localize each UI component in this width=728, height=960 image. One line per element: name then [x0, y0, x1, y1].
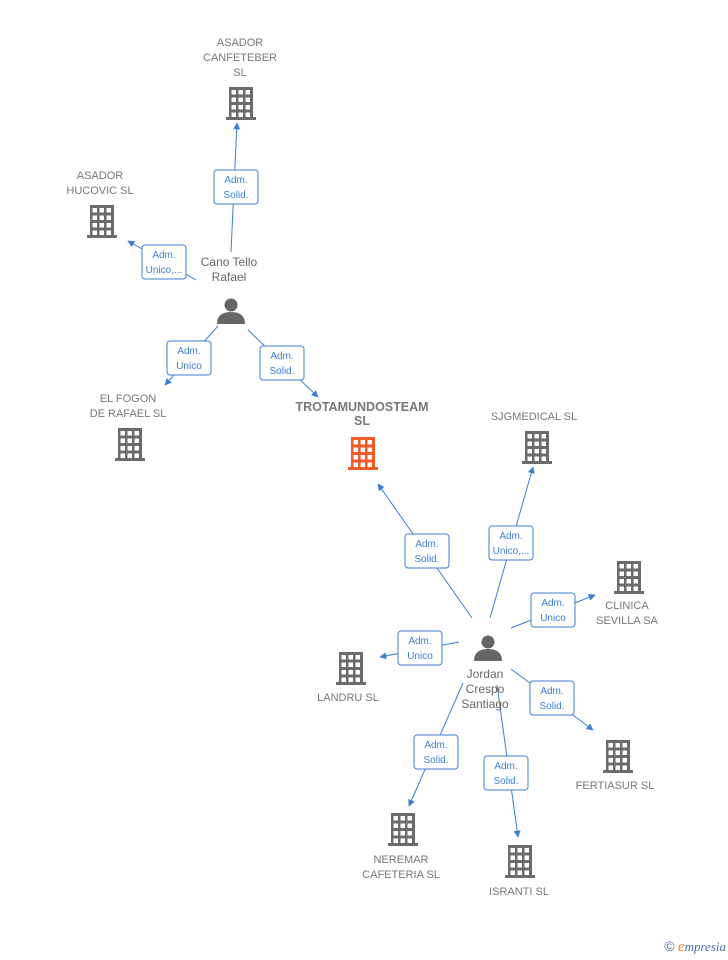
relation-label-box[interactable] — [483, 755, 529, 791]
relation-label-box[interactable] — [488, 525, 534, 561]
company-node-el-fogon[interactable]: EL FOGON DE RAFAEL SL — [90, 393, 167, 466]
building-icon — [226, 87, 256, 125]
company-name-line: ASADOR — [77, 170, 124, 182]
company-node-clinica-sevilla[interactable]: CLINICA SEVILLA SA — [596, 561, 659, 627]
company-node-asador-hucovic[interactable]: ASADOR HUCOVIC SL — [66, 170, 134, 243]
company-name-line: SEVILLA SA — [596, 615, 658, 627]
building-icon — [115, 428, 145, 466]
brand-footer: © empresia — [664, 938, 726, 956]
relation-label-text: Adm. — [540, 686, 563, 697]
relation-label-text: Solid. — [539, 701, 564, 712]
company-node-neremar[interactable]: NEREMAR CAFETERIA SL — [362, 813, 440, 881]
company-name-line: CLINICA — [605, 600, 649, 612]
relation-label-text: Adm. — [152, 250, 175, 261]
relation-label-text: Unico,... — [493, 546, 530, 557]
relation-label-text: Solid. — [423, 755, 448, 766]
edge-jordan-clinica: Adm. Unico — [510, 592, 596, 629]
relation-label-text: Adm. — [177, 346, 200, 357]
edge-jordan-trotamundo: Adm. Solid. — [377, 483, 473, 619]
company-name-line: CAFETERIA SL — [362, 869, 440, 881]
relation-label-text: Adm. — [270, 351, 293, 362]
edge-cano-fogon: Adm. Unico — [164, 325, 219, 386]
relation-label-box[interactable] — [213, 169, 259, 205]
company-name-line: SJGMEDICAL SL — [491, 411, 577, 423]
edge-jordan-isranti: Adm. Solid. — [483, 684, 529, 838]
relation-label-text: Unico — [540, 613, 566, 624]
building-icon — [388, 813, 418, 851]
relation-label-text: Adm. — [494, 761, 517, 772]
relation-label-text: Adm. — [541, 598, 564, 609]
relation-label-box[interactable] — [397, 630, 443, 666]
relation-label-text: Unico — [407, 651, 433, 662]
company-name-line: TROTAMUNDOSTEAM — [295, 400, 428, 414]
building-icon — [522, 431, 552, 469]
relation-label-box[interactable] — [166, 340, 212, 376]
relation-label-text: Adm. — [224, 175, 247, 186]
person-name-line: Santiago — [461, 697, 509, 711]
person-icon — [217, 298, 245, 324]
company-name-line: ISRANTI SL — [489, 886, 549, 898]
relation-label-box[interactable] — [259, 345, 305, 381]
relation-label-text: Solid. — [269, 366, 294, 377]
relation-label-text: Adm. — [499, 531, 522, 542]
edge-cano-trotamundo: Adm. Solid. — [247, 329, 319, 398]
company-name-line: DE RAFAEL SL — [90, 408, 167, 420]
person-name-line: Cano Tello — [201, 255, 258, 269]
company-name-line: HUCOVIC SL — [66, 185, 133, 197]
relation-label-box[interactable] — [413, 734, 459, 770]
company-node-fertiasur[interactable]: FERTIASUR SL — [576, 740, 655, 792]
relation-label-box[interactable] — [404, 533, 450, 569]
company-node-asador-canfeteber[interactable]: ASADOR CANFETEBER SL — [203, 37, 277, 125]
company-name-line: LANDRU SL — [317, 692, 379, 704]
company-name-line: ASADOR — [217, 37, 264, 49]
relation-label-box[interactable] — [530, 592, 576, 628]
building-icon — [614, 561, 644, 599]
relation-label-text: Adm. — [408, 636, 431, 647]
relation-label-text: Adm. — [424, 740, 447, 751]
relation-label-box[interactable] — [529, 680, 575, 716]
building-icon — [336, 652, 366, 690]
person-name-line: Crespo — [466, 682, 505, 696]
person-icon — [474, 635, 502, 661]
person-name-line: Rafael — [212, 270, 247, 284]
building-icon — [505, 845, 535, 883]
company-node-landru[interactable]: LANDRU SL — [317, 652, 379, 704]
edge-jordan-sjgmedical: Adm. Unico,... — [488, 466, 535, 619]
relation-label-text: Unico — [176, 361, 202, 372]
company-name-line: CANFETEBER — [203, 52, 277, 64]
relation-label-text: Solid. — [414, 554, 439, 565]
edge-jordan-fertiasur: Adm. Solid. — [510, 668, 594, 731]
brand-logo-e: e — [677, 939, 685, 955]
copyright-symbol: © — [664, 938, 675, 954]
relation-label-text: Solid. — [493, 776, 518, 787]
relation-label-box[interactable] — [141, 244, 187, 280]
company-name-line: EL FOGON — [100, 393, 156, 405]
relation-label-text: Solid. — [223, 190, 248, 201]
building-icon — [87, 205, 117, 243]
edge-cano-hucovic: Adm. Unico,... — [127, 240, 197, 281]
relation-label-text: Unico,... — [146, 265, 183, 276]
brand-logo-text: mpresia — [684, 939, 726, 954]
company-name-line: SL — [233, 67, 246, 79]
company-name-line: FERTIASUR SL — [576, 780, 655, 792]
company-name-line: SL — [354, 414, 370, 428]
edge-jordan-neremar: Adm. Solid. — [408, 682, 464, 807]
company-name-line: NEREMAR — [373, 854, 428, 866]
relation-label-text: Adm. — [415, 539, 438, 550]
edge-jordan-landru: Adm. Unico — [379, 630, 460, 666]
building-icon — [603, 740, 633, 778]
company-node-sjgmedical[interactable]: SJGMEDICAL SL — [491, 411, 577, 469]
company-node-isranti[interactable]: ISRANTI SL — [489, 845, 549, 898]
person-name-line: Jordan — [467, 667, 504, 681]
edge-cano-canfeteber: Adm. Solid. — [213, 122, 259, 253]
building-icon — [348, 437, 378, 475]
